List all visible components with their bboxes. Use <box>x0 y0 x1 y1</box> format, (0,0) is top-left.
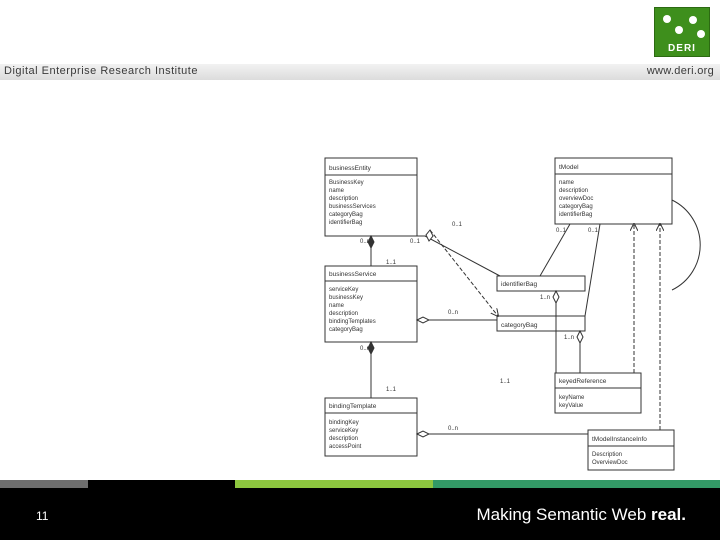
class-title: categoryBag <box>501 322 538 329</box>
multiplicity: 1..1 <box>386 260 397 266</box>
class-categoryBag: categoryBag <box>496 315 586 332</box>
class-attributes: Description OverviewDoc <box>592 452 628 466</box>
class-title: businessEntity <box>329 165 372 172</box>
aggregation-diamond <box>552 289 560 305</box>
footer-stripe <box>88 480 235 488</box>
multiplicity: 0..n <box>360 239 370 245</box>
class-title: tModelInstanceInfo <box>592 436 647 443</box>
multiplicity: 0..n <box>448 426 458 432</box>
class-title: identifierBag <box>501 281 538 288</box>
institute-name: Digital Enterprise Research Institute <box>4 65 198 77</box>
aggregation-diamond <box>425 229 434 242</box>
multiplicity: 0..n <box>448 310 458 316</box>
footer-bar <box>0 482 720 540</box>
class-identifierBag: identifierBag <box>496 275 586 292</box>
tagline: Making Semantic Web real. <box>477 505 686 525</box>
institute-url: www.deri.org <box>646 65 714 77</box>
tagline-bold: real. <box>651 505 686 524</box>
aggregation-diamond <box>415 316 431 324</box>
multiplicity: 0..1 <box>588 228 599 234</box>
aggregation-diamonds <box>367 229 584 438</box>
footer-stripe <box>235 480 433 488</box>
class-attributes: keyName keyValue <box>559 395 586 409</box>
aggregation-diamond <box>415 430 431 438</box>
deri-logo: DERI <box>654 7 710 57</box>
association-line <box>429 229 498 316</box>
header-bar <box>0 64 720 80</box>
class-title: tModel <box>559 164 579 171</box>
self-association-arc <box>671 199 701 291</box>
aggregation-diamond <box>576 329 584 345</box>
class-attributes: BusinessKey name description businessSer… <box>329 180 377 226</box>
tagline-text: Making Semantic Web <box>476 505 647 524</box>
composition-diamond <box>367 340 375 356</box>
multiplicity: 0..1 <box>452 222 463 228</box>
class-title: businessService <box>329 271 377 278</box>
association-lines <box>370 199 701 435</box>
logo-text: DERI <box>668 43 696 54</box>
logo-dot <box>689 16 697 24</box>
multiplicity: 0..n <box>360 346 370 352</box>
class-businessEntity: businessEntity BusinessKey name descript… <box>324 157 418 237</box>
class-bindingTemplate: bindingTemplate bindingKey serviceKey de… <box>324 397 418 457</box>
multiplicity: 1..1 <box>386 387 397 393</box>
class-title: bindingTemplate <box>329 403 377 410</box>
class-attributes: serviceKey businessKey name description … <box>329 287 377 333</box>
slide-number: 11 <box>36 509 49 523</box>
composition-diamond <box>367 234 375 250</box>
class-tModel: tModel name description overviewDoc cate… <box>554 157 673 225</box>
class-tModelInstanceInfo: tModelInstanceInfo Description OverviewD… <box>587 429 675 471</box>
multiplicity: 1..n <box>540 295 550 301</box>
multiplicity: 1..n <box>564 335 574 341</box>
multiplicity: 0..1 <box>410 239 421 245</box>
class-attributes: bindingKey serviceKey description access… <box>329 420 362 450</box>
multiplicity: 1..1 <box>500 379 511 385</box>
association-line <box>417 235 501 277</box>
association-line <box>584 223 601 317</box>
association-line <box>539 223 571 277</box>
class-title: keyedReference <box>559 378 607 385</box>
class-businessService: businessService serviceKey businessKey n… <box>324 265 418 343</box>
multiplicity-labels: 0..n 0..1 0..1 1..1 0..1 0..1 1..n 0..n … <box>360 222 599 432</box>
logo-dot <box>697 30 705 38</box>
multiplicity: 0..1 <box>556 228 567 234</box>
class-attributes: name description overviewDoc categoryBag… <box>559 180 595 218</box>
logo-dot <box>675 26 683 34</box>
footer-stripe <box>433 480 720 488</box>
class-keyedReference: keyedReference keyName keyValue <box>554 372 642 414</box>
logo-dot <box>663 15 671 23</box>
footer-stripe <box>0 480 88 488</box>
